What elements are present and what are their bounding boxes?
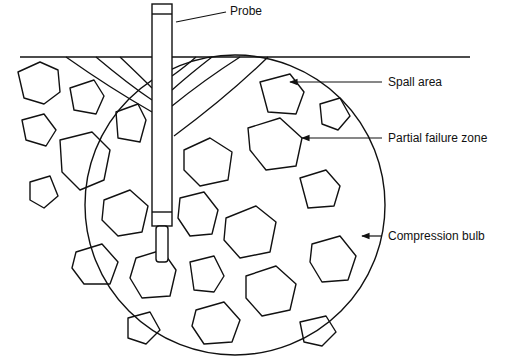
leader-lines [176, 12, 382, 236]
concrete-surface [20, 56, 470, 57]
callout-label: Spall area [388, 75, 442, 89]
callout-label: Partial failure zone [388, 131, 487, 145]
callout-label: Compression bulb [388, 229, 485, 243]
compression-bulb [85, 55, 385, 355]
part-label: Probe [230, 4, 262, 18]
aggregate [18, 62, 356, 346]
probe-body [152, 4, 172, 262]
